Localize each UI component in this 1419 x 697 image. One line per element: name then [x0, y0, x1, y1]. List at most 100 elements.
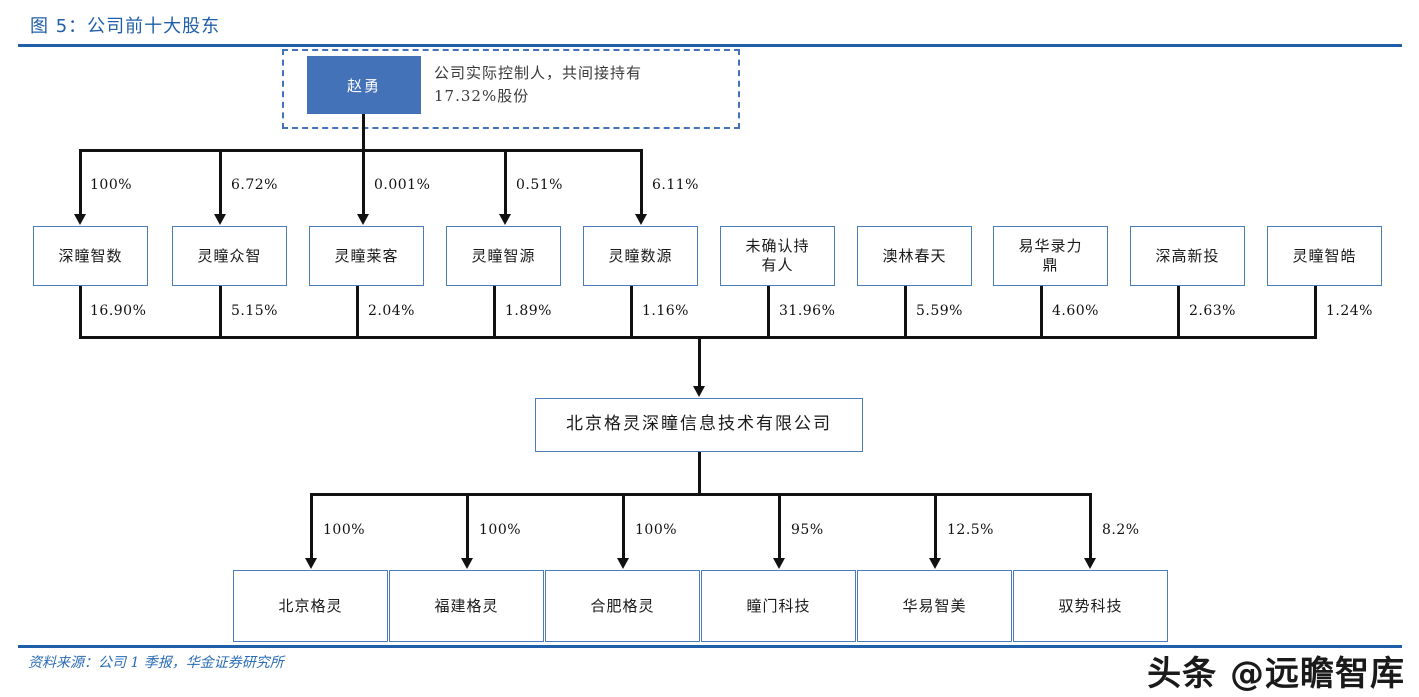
- subsidiary-box-5[interactable]: 华易智美: [857, 570, 1012, 642]
- subsidiary-branch-3: [622, 493, 625, 561]
- shareholder-box-9[interactable]: 深高新投: [1130, 226, 1245, 286]
- subsidiary-box-1[interactable]: 北京格灵: [233, 570, 388, 642]
- shareholder-label-1: 深瞳智数: [58, 246, 123, 265]
- controller-arrow-2: [214, 214, 226, 225]
- subsidiary-pct-4: 95%: [791, 522, 824, 538]
- company-feed-line: [698, 336, 701, 388]
- subsidiary-arrow-3: [617, 558, 629, 569]
- figure-title: 图 5：公司前十大股东: [30, 16, 221, 37]
- subsidiary-pct-2: 100%: [479, 522, 522, 538]
- shareholder-box-2[interactable]: 灵瞳众智: [172, 226, 287, 286]
- company-feed-arrow: [693, 386, 705, 397]
- controller-pct-2: 6.72%: [231, 177, 278, 193]
- controller-arrow-5: [635, 214, 647, 225]
- shareholder-label-4: 灵瞳智源: [471, 246, 536, 265]
- shareholder-drop-4: [493, 286, 496, 338]
- controller-drop-line: [362, 114, 365, 150]
- shareholder-drop-9: [1177, 286, 1180, 338]
- shareholder-drop-2: [219, 286, 222, 338]
- shareholder-pct-4: 1.89%: [505, 303, 552, 319]
- subsidiary-drop-line: [698, 452, 701, 495]
- shareholder-box-6[interactable]: 未确认持 有人: [720, 226, 835, 286]
- shareholder-label-2: 灵瞳众智: [197, 246, 262, 265]
- subsidiary-label-1: 北京格灵: [278, 596, 343, 615]
- shareholder-box-7[interactable]: 澳林春天: [857, 226, 972, 286]
- shareholder-label-9: 深高新投: [1155, 246, 1220, 265]
- subsidiary-label-2: 福建格灵: [434, 596, 499, 615]
- controller-bus-line: [79, 149, 643, 152]
- subsidiary-label-3: 合肥格灵: [590, 596, 655, 615]
- controller-pct-1: 100%: [90, 177, 133, 193]
- subsidiary-arrow-1: [305, 558, 317, 569]
- subsidiary-branch-5: [934, 493, 937, 561]
- controller-note: 公司实际控制人，共间接持有 17.32%股份: [434, 64, 643, 106]
- shareholder-box-5[interactable]: 灵瞳数源: [583, 226, 698, 286]
- company-box[interactable]: 北京格灵深瞳信息技术有限公司: [535, 398, 863, 452]
- shareholder-pct-3: 2.04%: [368, 303, 415, 319]
- subsidiary-arrow-5: [929, 558, 941, 569]
- shareholder-drop-7: [904, 286, 907, 338]
- shareholder-drop-5: [630, 286, 633, 338]
- shareholder-box-3[interactable]: 灵瞳莱客: [309, 226, 424, 286]
- shareholder-pct-10: 1.24%: [1326, 303, 1373, 319]
- controller-pct-5: 6.11%: [652, 177, 699, 193]
- controller-branch-2: [219, 149, 222, 217]
- subsidiary-branch-1: [310, 493, 313, 561]
- subsidiary-arrow-6: [1084, 558, 1096, 569]
- controller-branch-4: [504, 149, 507, 217]
- shareholder-pct-7: 5.59%: [916, 303, 963, 319]
- subsidiary-box-4[interactable]: 瞳门科技: [701, 570, 856, 642]
- subsidiary-branch-4: [778, 493, 781, 561]
- controller-group-outline: [282, 49, 740, 129]
- shareholder-drop-8: [1040, 286, 1043, 338]
- subsidiary-arrow-4: [773, 558, 785, 569]
- shareholder-drop-3: [356, 286, 359, 338]
- shareholder-drop-6: [767, 286, 770, 338]
- subsidiary-label-4: 瞳门科技: [746, 596, 811, 615]
- controller-arrow-1: [74, 214, 86, 225]
- shareholder-drop-1: [79, 286, 82, 338]
- controller-name: 赵勇: [346, 76, 381, 95]
- controller-branch-1: [79, 149, 82, 217]
- shareholder-label-10: 灵瞳智皓: [1292, 246, 1357, 265]
- shareholder-label-7: 澳林春天: [882, 246, 947, 265]
- shareholder-label-3: 灵瞳莱客: [334, 246, 399, 265]
- shareholder-pct-9: 2.63%: [1189, 303, 1236, 319]
- subsidiary-pct-1: 100%: [323, 522, 366, 538]
- controller-arrow-4: [499, 214, 511, 225]
- shareholder-pct-5: 1.16%: [642, 303, 689, 319]
- shareholder-pct-8: 4.60%: [1052, 303, 1099, 319]
- shareholder-pct-2: 5.15%: [231, 303, 278, 319]
- controller-box[interactable]: 赵勇: [307, 56, 421, 114]
- subsidiary-branch-2: [466, 493, 469, 561]
- subsidiary-arrow-2: [461, 558, 473, 569]
- shareholder-pct-6: 31.96%: [779, 303, 836, 319]
- subsidiary-box-3[interactable]: 合肥格灵: [545, 570, 700, 642]
- subsidiary-pct-6: 8.2%: [1102, 522, 1140, 538]
- shareholder-label-8: 易华录力 鼎: [1018, 237, 1083, 274]
- shareholder-drop-10: [1314, 286, 1317, 338]
- controller-pct-3: 0.001%: [374, 177, 431, 193]
- subsidiary-label-5: 华易智美: [902, 596, 967, 615]
- subsidiary-pct-5: 12.5%: [947, 522, 994, 538]
- shareholder-label-6: 未确认持 有人: [745, 237, 810, 274]
- shareholder-pct-1: 16.90%: [90, 303, 147, 319]
- controller-branch-3: [362, 149, 365, 217]
- shareholder-box-10[interactable]: 灵瞳智皓: [1267, 226, 1382, 286]
- controller-arrow-3: [357, 214, 369, 225]
- controller-pct-4: 0.51%: [516, 177, 563, 193]
- header-rule: [18, 44, 1402, 47]
- watermark-label: 头条 @远瞻智库: [1147, 654, 1405, 694]
- shareholder-box-4[interactable]: 灵瞳智源: [446, 226, 561, 286]
- subsidiary-bus-line: [310, 493, 1090, 496]
- shareholder-box-8[interactable]: 易华录力 鼎: [993, 226, 1108, 286]
- footer-rule: [18, 645, 1402, 648]
- subsidiary-pct-3: 100%: [635, 522, 678, 538]
- shareholder-label-5: 灵瞳数源: [608, 246, 673, 265]
- shareholder-box-1[interactable]: 深瞳智数: [33, 226, 148, 286]
- subsidiary-box-6[interactable]: 驭势科技: [1013, 570, 1168, 642]
- subsidiary-branch-6: [1089, 493, 1092, 561]
- subsidiary-box-2[interactable]: 福建格灵: [389, 570, 544, 642]
- company-label: 北京格灵深瞳信息技术有限公司: [566, 414, 832, 435]
